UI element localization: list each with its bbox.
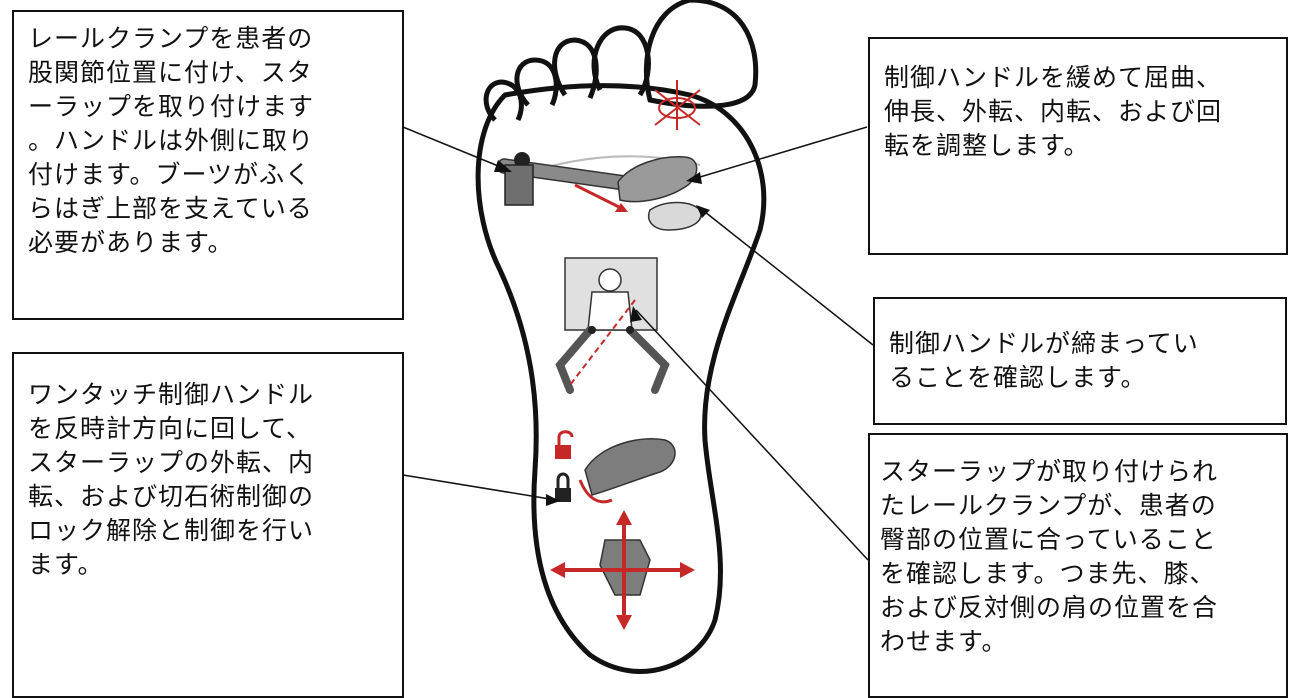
toe-5	[483, 79, 524, 122]
toe-4	[514, 57, 559, 107]
patient-alignment-illustration	[555, 257, 670, 394]
rotation-arrow	[578, 479, 613, 504]
alignment-dashed-line	[569, 299, 636, 386]
big-toe	[643, 0, 759, 109]
leader-rail-clamp	[402, 126, 509, 171]
boot-shape	[617, 156, 698, 203]
toe-3	[552, 37, 599, 99]
leader-alignment	[635, 309, 869, 561]
hip-marker-left	[588, 326, 596, 334]
patient-right-leg	[626, 326, 670, 394]
flexion-arrow	[574, 183, 626, 212]
callout-alignment: スターラップが取り付けられ たレールクランプが、患者の 臀部の位置に合っているこ…	[868, 433, 1288, 698]
leader-lines	[402, 126, 874, 561]
hip-marker-right	[626, 326, 634, 334]
leader-one-touch	[402, 474, 557, 501]
handle-shape	[648, 201, 702, 231]
leader-control-adjust	[689, 126, 868, 181]
lock-icon	[555, 488, 571, 502]
lock-illustration	[550, 430, 695, 630]
flexion-arrowhead	[615, 203, 628, 212]
direction-arrows	[555, 515, 690, 625]
axis-symbol	[654, 80, 701, 130]
leader-handle-tight	[699, 207, 874, 346]
rail-clamp-knob	[514, 152, 530, 168]
sole-outline	[475, 83, 767, 674]
foot-outline	[475, 0, 767, 674]
arrow-right	[680, 562, 695, 578]
arrow-down	[616, 615, 632, 630]
callout-handle-tight: 制御ハンドルが締まってい ることを確認します。	[873, 297, 1287, 425]
unlock-shackle	[557, 430, 574, 445]
callout-one-touch-handle: ワンタッチ制御ハンドル を反時計方向に回して、 スターラップの外転、内 転、およ…	[12, 352, 404, 698]
callout-rail-clamp: レールクランプを患者の 股関節位置に付け、スタ ーラップを取り付けます 。ハンド…	[12, 10, 404, 320]
leader-arrowheads	[494, 160, 710, 506]
arrow-left	[550, 562, 565, 578]
unlock-icon	[555, 445, 571, 459]
patient-left-leg	[555, 326, 594, 394]
lock-shackle	[556, 472, 570, 488]
patient-head	[598, 268, 622, 292]
callout-control-adjust: 制御ハンドルを緩めて屈曲、 伸長、外転、内転、および回 転を調整します。	[868, 37, 1288, 255]
one-touch-handle-icon	[584, 438, 676, 496]
arrow-up	[616, 510, 632, 525]
